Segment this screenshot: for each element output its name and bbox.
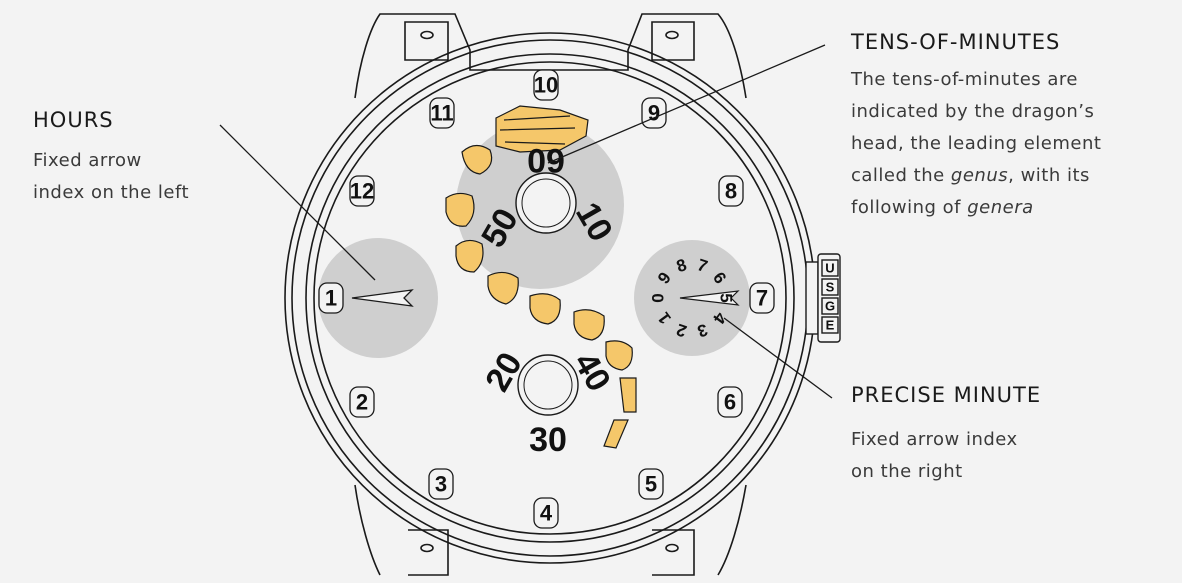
tens-upper-60: 60 <box>527 141 565 179</box>
upper-disc-hub <box>515 172 577 234</box>
lower-disc-hub <box>517 354 579 416</box>
tens-lower-30: 30 <box>529 421 567 459</box>
hour-marker-5 <box>638 468 664 500</box>
tens-genera-term: genera <box>967 197 1034 218</box>
precise-description: Fixed arrow index on the right <box>851 424 1018 488</box>
tens-title: TENS-OF-MINUTES <box>851 30 1061 54</box>
minute-arrow-icon <box>679 290 740 306</box>
callout-lines <box>219 44 833 399</box>
hours-line-2: index on the left <box>33 182 190 203</box>
hours-line-1: Fixed arrow <box>33 150 142 171</box>
crown-letter-G: G <box>825 299 835 314</box>
hour-marker-11 <box>429 97 455 129</box>
hour-numeral-6: 6 <box>724 390 736 415</box>
precise-title: PRECISE MINUTE <box>851 383 1042 407</box>
hours-arrow-icon <box>351 289 414 307</box>
hour-numeral-10: 10 <box>534 73 558 98</box>
hour-marker-10 <box>533 69 559 101</box>
hour-numeral-3: 3 <box>435 472 447 497</box>
hours-title: HOURS <box>33 108 114 132</box>
hour-numeral-4: 4 <box>540 501 553 526</box>
hour-numeral-1: 1 <box>325 286 337 311</box>
hour-numeral-11: 11 <box>430 101 453 126</box>
precise-line-2: on the right <box>851 461 963 482</box>
tens-description: The tens-of-minutes are indicated by the… <box>851 64 1101 224</box>
hour-marker-6 <box>717 386 743 418</box>
hours-description: Fixed arrow index on the left <box>33 145 189 209</box>
crown <box>805 253 841 343</box>
tens-line-3: head, the leading element <box>851 133 1102 154</box>
precise-line-1: Fixed arrow index <box>851 429 1018 450</box>
hour-numeral-9: 9 <box>648 101 660 126</box>
tens-line-2: indicated by the dragon’s <box>851 101 1095 122</box>
hour-marker-7 <box>749 282 775 314</box>
hour-numeral-5: 5 <box>645 472 657 497</box>
hour-marker-3 <box>428 468 454 500</box>
upper-disc-hub-inner <box>521 178 571 228</box>
hour-marker-1 <box>318 282 344 314</box>
tens-line-1: The tens-of-minutes are <box>851 69 1078 90</box>
minute-digit-0: 0 <box>649 293 668 302</box>
dragon <box>445 105 637 449</box>
hour-numeral-7: 7 <box>756 286 768 311</box>
crown-letter-S: S <box>826 280 835 295</box>
minute-digit-5: 5 <box>717 293 736 302</box>
hour-marker-8 <box>718 175 744 207</box>
tens-line-5-pre: following of <box>851 197 968 218</box>
hour-marker-2 <box>349 386 375 418</box>
hour-marker-4 <box>533 497 559 529</box>
crown-letter-U: U <box>825 261 834 276</box>
tens-genus-term: genus <box>950 165 1009 186</box>
tens-line-4-post: , with its <box>1008 165 1090 186</box>
hour-numeral-8: 8 <box>725 179 737 204</box>
hour-numeral-12: 12 <box>350 179 374 204</box>
lower-disc-hub-inner <box>523 360 573 410</box>
tens-line-5: following of genera <box>851 192 1101 224</box>
crown-letter-E: E <box>826 318 835 333</box>
tens-line-4-pre: called the <box>851 165 951 186</box>
hour-marker-12 <box>349 175 375 207</box>
tens-line-4: called the genus, with its <box>851 160 1101 192</box>
hour-numeral-2: 2 <box>356 390 368 415</box>
